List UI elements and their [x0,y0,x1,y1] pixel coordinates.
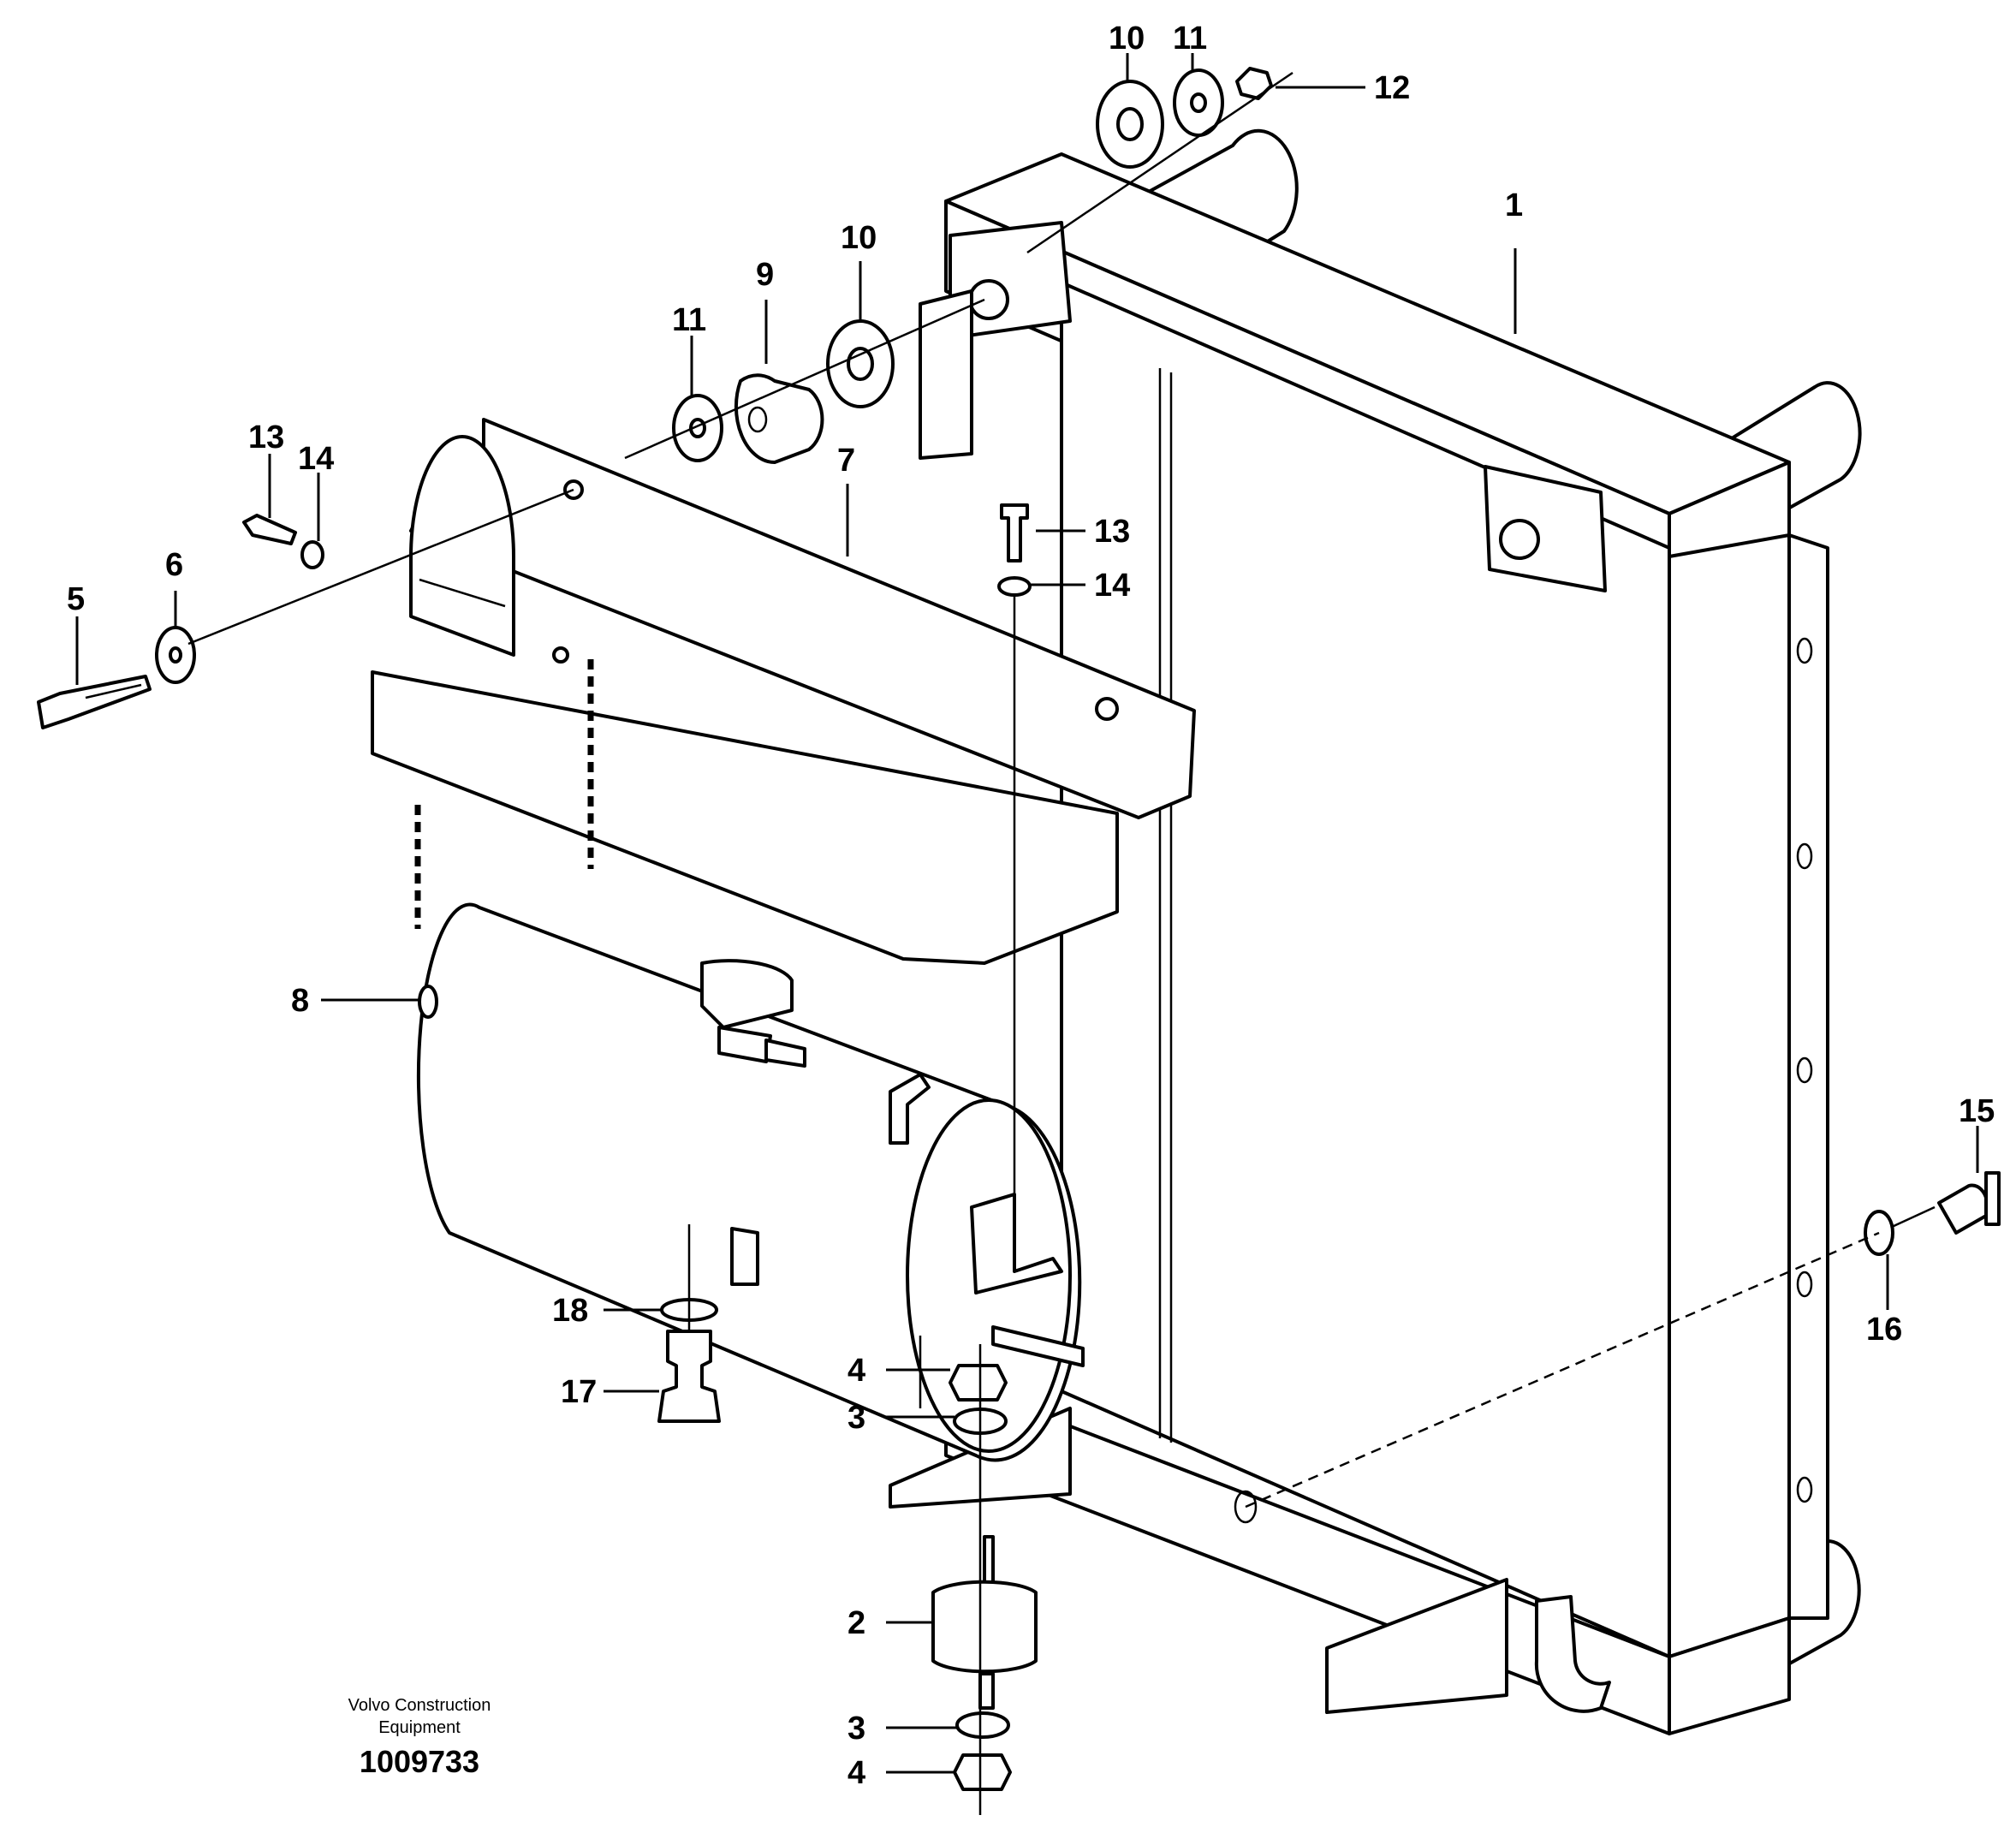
callout-7: 7 [837,443,855,479]
callout-3-upper: 3 [847,1400,865,1436]
document-caption: Volvo Construction Equipment 1009733 [348,1696,491,1779]
callout-14-left: 14 [298,441,334,477]
callout-13-right: 13 [1094,514,1130,550]
fasteners [37,67,2001,1791]
assembly-lines [187,71,1936,1815]
caption-company: Volvo Construction [348,1696,491,1715]
tank-bracket [371,418,1196,965]
callout-10-lower: 10 [841,220,877,256]
callout-15: 15 [1959,1093,1995,1129]
document-number: 1009733 [360,1744,479,1779]
callout-8: 8 [291,983,309,1019]
callout-10-upper: 10 [1109,21,1145,57]
callouts: 1 2 3 3 4 4 5 6 7 8 9 10 10 11 11 12 13 [67,21,1995,1791]
callout-4-upper: 4 [847,1353,865,1389]
callout-4-lower: 4 [847,1755,865,1791]
callout-14-right: 14 [1094,568,1130,604]
caption-company-line2: Equipment [378,1718,461,1737]
callout-11-upper: 11 [1173,21,1207,57]
callout-1: 1 [1505,187,1523,223]
callout-2: 2 [847,1605,865,1641]
expansion-tank [416,902,1085,1462]
callout-17: 17 [561,1374,597,1410]
callout-18: 18 [552,1293,588,1329]
callout-5: 5 [67,581,85,617]
radiator [889,128,1862,1735]
callout-3-lower: 3 [847,1711,865,1747]
callout-13-left: 13 [248,420,284,455]
callout-16: 16 [1866,1312,1902,1348]
callout-9: 9 [756,257,774,293]
callout-11-lower: 11 [672,302,706,338]
callout-12: 12 [1374,70,1410,106]
callout-6: 6 [165,547,183,583]
